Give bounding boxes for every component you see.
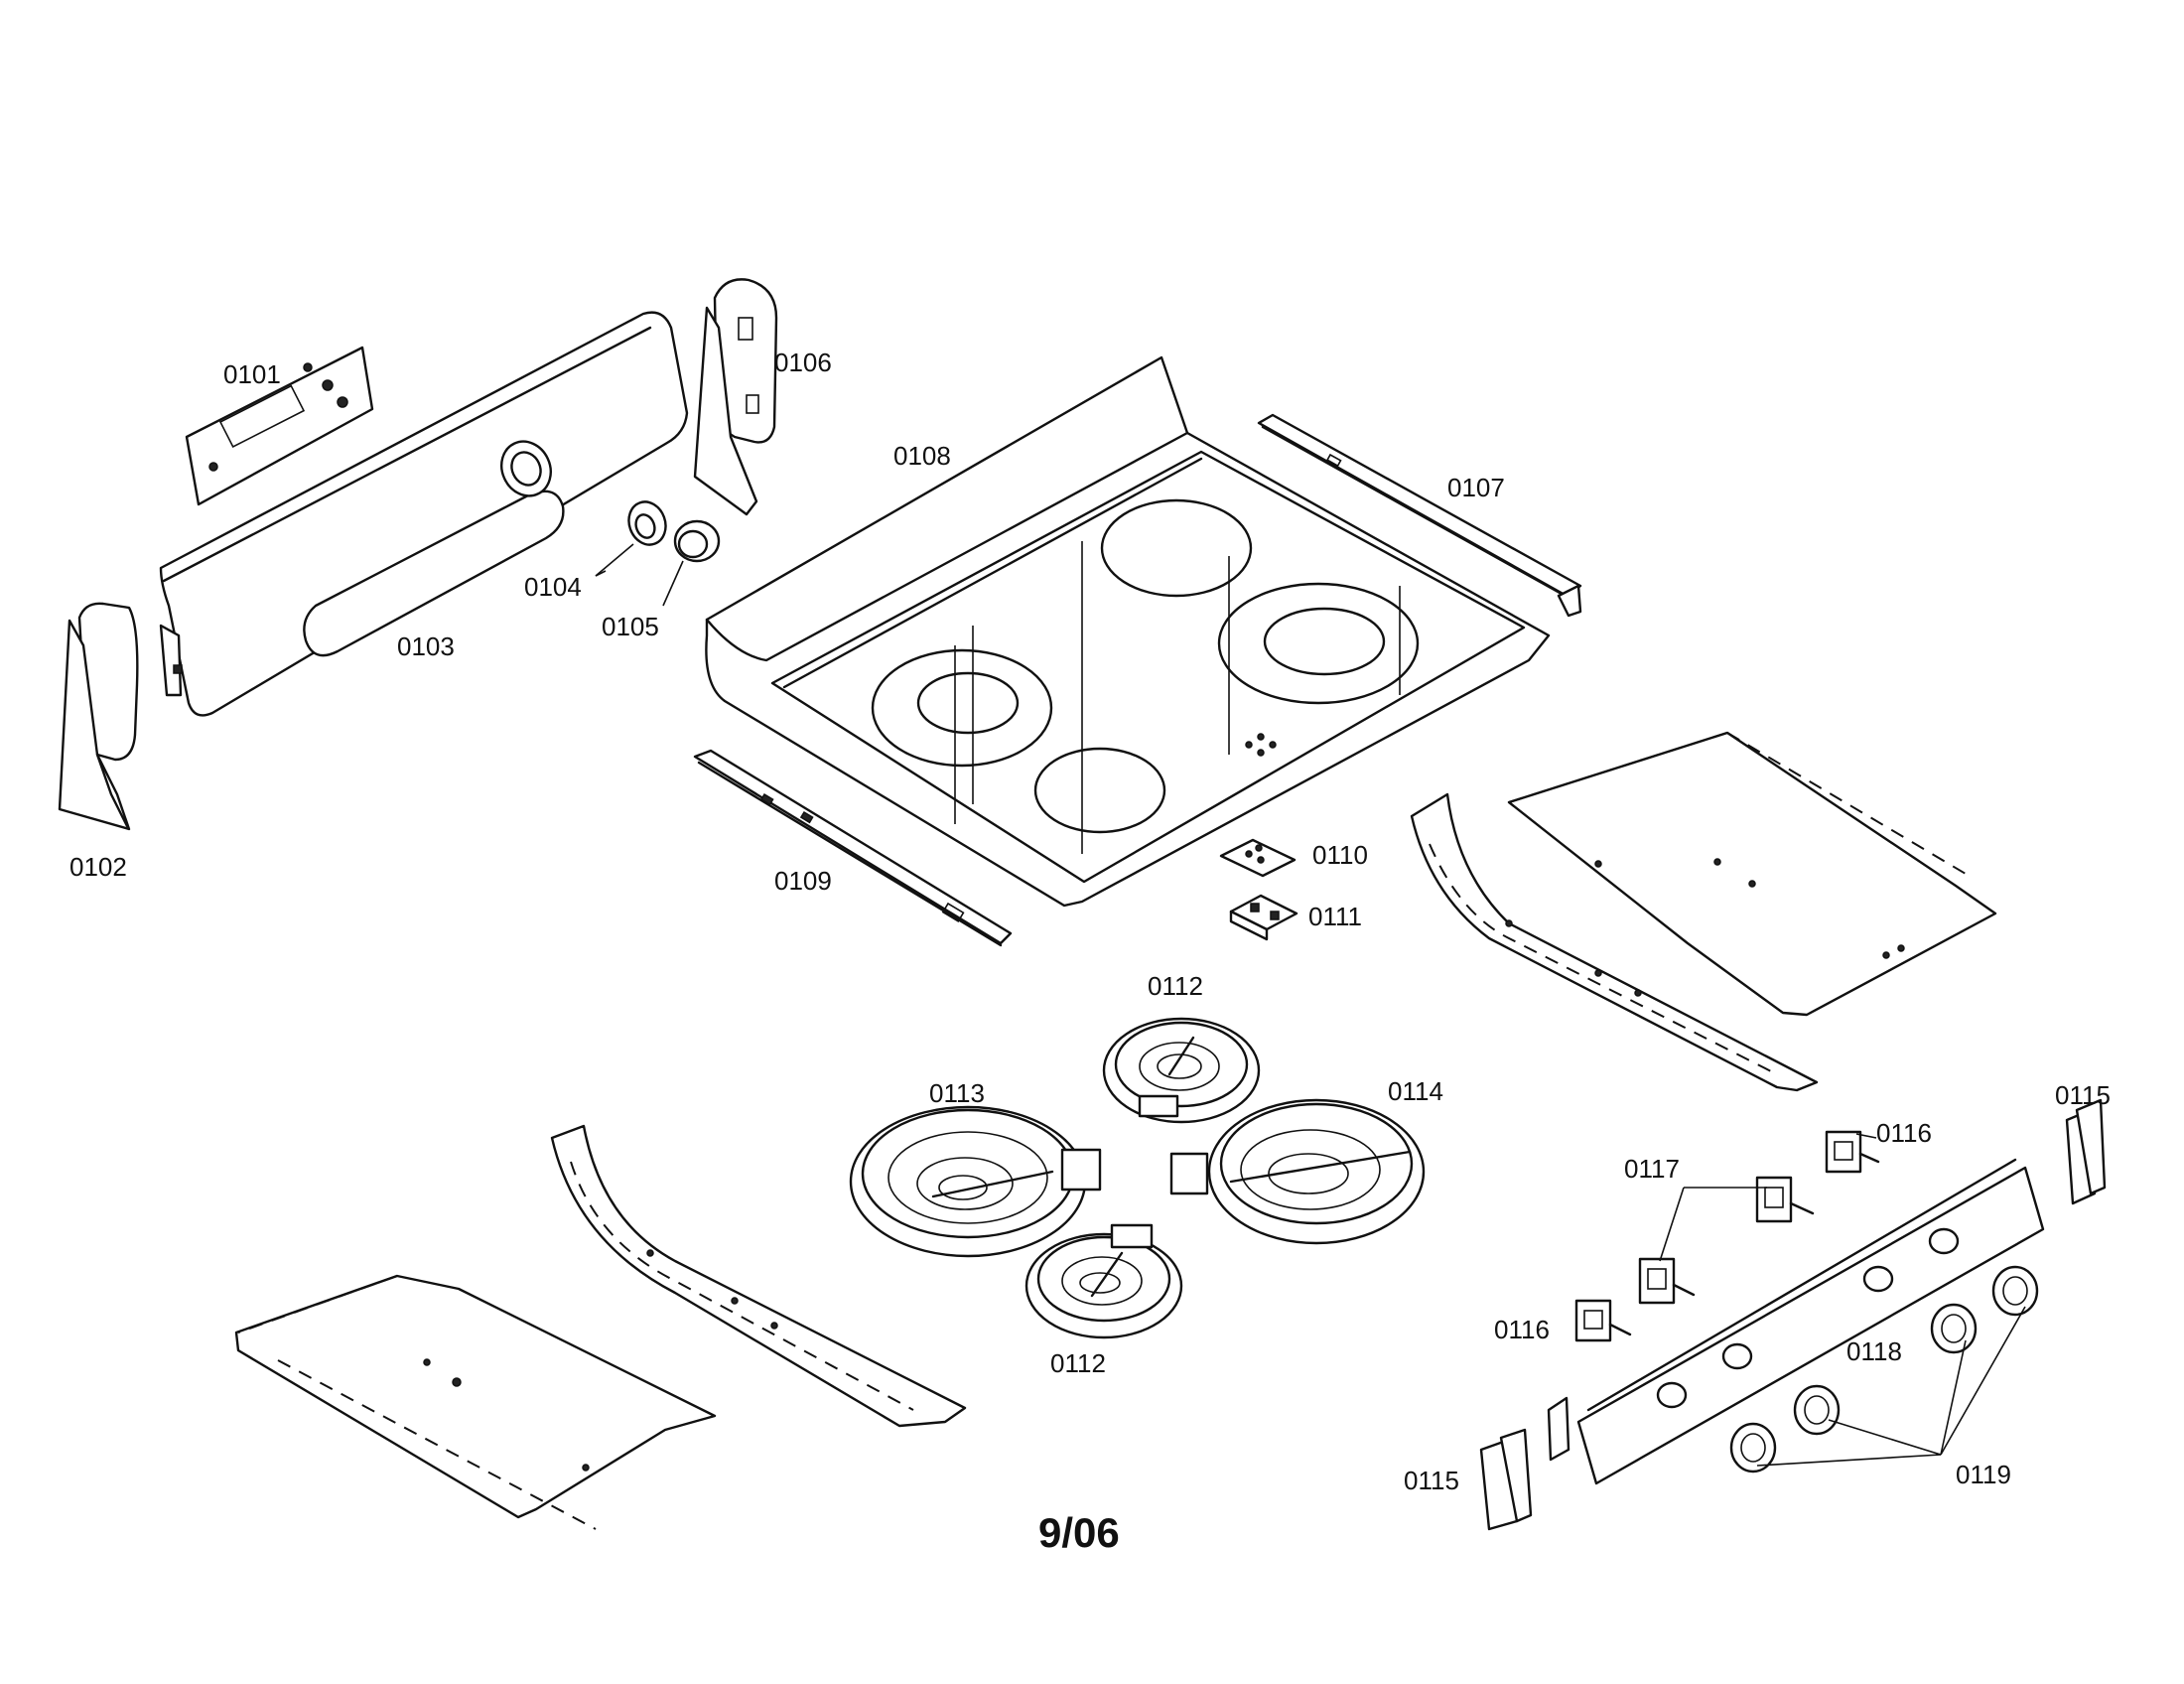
left-side-panel: [234, 1124, 967, 1530]
part-0101-control-board: [185, 346, 374, 506]
part-0116-switch-left: [1574, 1299, 1632, 1342]
right-side-panel: [1410, 731, 1997, 1092]
part-0118-control-panel: [1547, 1158, 2045, 1485]
label-0108: 0108: [893, 441, 951, 471]
label-0116-right: 0116: [1876, 1118, 1932, 1148]
part-0106-right-end-cap: [693, 278, 778, 516]
label-0112-top: 0112: [1148, 971, 1203, 1001]
label-0107: 0107: [1447, 473, 1505, 502]
label-0118: 0118: [1846, 1336, 1902, 1366]
part-0109-front-rail: [693, 749, 1013, 947]
label-0113: 0113: [929, 1078, 985, 1108]
part-0119-knobs: [1729, 1265, 2039, 1474]
leader-0104: [595, 570, 607, 577]
label-0103: 0103: [397, 632, 455, 661]
part-0105-knob: [662, 519, 721, 607]
part-0114-large-element: [1169, 1098, 1426, 1245]
part-0104-trim-ring: [595, 500, 667, 577]
label-0102: 0102: [69, 852, 127, 882]
label-0114: 0114: [1388, 1076, 1443, 1106]
label-0115-left: 0115: [1404, 1466, 1459, 1495]
label-0119: 0119: [1956, 1460, 2011, 1489]
label-0109: 0109: [774, 866, 832, 896]
part-0111-switch-block: [1229, 894, 1298, 941]
label-0106: 0106: [774, 348, 832, 377]
label-0116-left: 0116: [1494, 1315, 1550, 1344]
part-0108-cooktop-glass: [705, 355, 1551, 908]
part-0103-backguard-panel: [159, 311, 689, 717]
part-0102-left-end-cap: [58, 602, 139, 831]
label-0104: 0104: [524, 572, 582, 602]
part-0117-switch: [1638, 1176, 1815, 1305]
date-code: 9/06: [1038, 1509, 1120, 1556]
label-0105: 0105: [602, 612, 659, 641]
label-0117: 0117: [1624, 1154, 1680, 1184]
part-0116-switch-right: [1825, 1130, 1880, 1174]
part-0115-end-cap-left: [1479, 1428, 1533, 1531]
label-0111: 0111: [1308, 902, 1362, 931]
part-0112-small-element-bottom: [1024, 1223, 1183, 1339]
part-0107-rear-rail: [1257, 413, 1582, 618]
part-0112-small-element-top: [1102, 1017, 1261, 1124]
part-0110-insulator: [1219, 838, 1297, 878]
part-0113-dual-element: [849, 1105, 1102, 1258]
label-0110: 0110: [1312, 840, 1368, 870]
part-0115-end-cap-right: [2065, 1098, 2107, 1205]
label-0112-bottom: 0112: [1050, 1348, 1106, 1378]
label-0115-right: 0115: [2055, 1080, 2111, 1110]
label-0101: 0101: [223, 359, 281, 389]
